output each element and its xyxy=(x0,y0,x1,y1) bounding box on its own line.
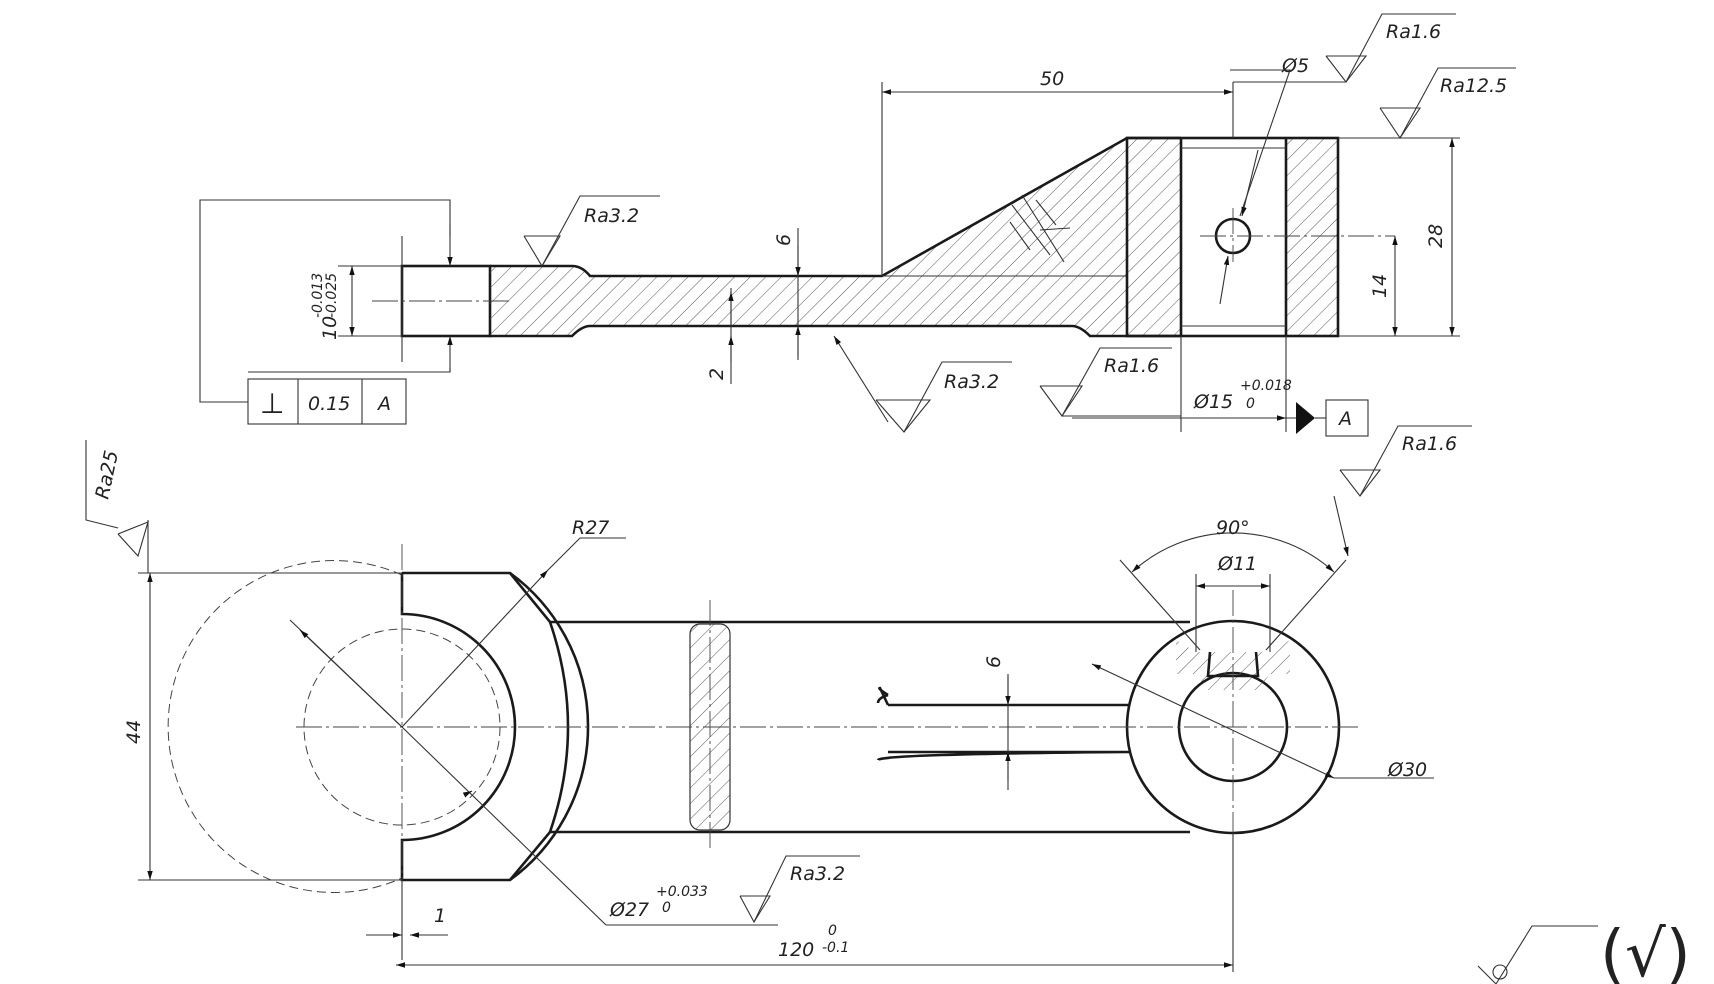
front-view: R27 44 Ø27 +0.033 0 1 xyxy=(85,425,1472,972)
lever-end-arc xyxy=(509,571,590,882)
svg-text:Ra3.2: Ra3.2 xyxy=(944,371,999,393)
datum-a-label: A xyxy=(1337,408,1352,430)
top-view-hub-right-wall xyxy=(1286,138,1338,336)
dim-28-label: 28 xyxy=(1425,224,1447,248)
svg-text:+0.033: +0.033 xyxy=(656,884,708,900)
dim-30: Ø30 xyxy=(1091,663,1434,781)
phantom-circle xyxy=(167,560,403,893)
svg-text:Ra3.2: Ra3.2 xyxy=(584,205,639,227)
svg-text:R27: R27 xyxy=(572,517,609,539)
tolerance-datum: A xyxy=(376,393,391,415)
dim-11: Ø11 xyxy=(1195,553,1271,652)
dim-arm-thickness: 6 2 xyxy=(706,228,801,384)
svg-text:6: 6 xyxy=(983,656,1005,668)
dim-slot-6: 6 xyxy=(983,656,1011,790)
svg-text:Ra1.6: Ra1.6 xyxy=(1104,355,1159,377)
dim-2-label: 2 xyxy=(706,368,728,380)
dim-14-label: 14 xyxy=(1369,274,1391,298)
datum-a: A Ø15 +0.018 0 xyxy=(1072,336,1369,437)
dim-10-lower: -0.025 xyxy=(324,273,340,318)
dim-angle-90: 90° xyxy=(1119,517,1347,651)
pin-hole-leader: Ø5 xyxy=(1219,55,1309,305)
svg-text:Ra12.5: Ra12.5 xyxy=(1440,75,1507,97)
roughness-ra16-front: Ra1.6 xyxy=(1333,425,1472,557)
tolerance-frame: ⊥ 0.15 A xyxy=(199,199,453,425)
dim-10-upper: -0.013 xyxy=(310,273,326,318)
svg-text:Ra25: Ra25 xyxy=(91,449,123,502)
roughness-ra125: Ra12.5 xyxy=(1379,67,1516,139)
dim-6-label: 6 xyxy=(773,234,795,246)
general-roughness-symbol: (√) xyxy=(1600,918,1691,984)
svg-text:Ra1.6: Ra1.6 xyxy=(1386,21,1441,43)
bore-15-main: Ø15 xyxy=(1193,391,1233,413)
svg-text:-0.1: -0.1 xyxy=(822,940,849,956)
top-view-arm-section xyxy=(490,138,1127,336)
top-view: 50 6 2 28 14 xyxy=(199,13,1516,437)
top-view-rib-section xyxy=(1009,194,1071,263)
dim-50-label: 50 xyxy=(1040,68,1064,90)
dim-27-tol: Ø27 +0.033 0 xyxy=(299,629,778,926)
dim-14: 14 xyxy=(1338,236,1404,337)
lever-outline xyxy=(400,571,1190,882)
dim-44: 44 xyxy=(123,572,402,881)
svg-text:Ø30: Ø30 xyxy=(1387,759,1427,781)
svg-text:Ra1.6: Ra1.6 xyxy=(1402,433,1457,455)
roughness-ra32-lower: Ra3.2 xyxy=(833,335,1012,433)
r27-leader: R27 xyxy=(289,517,626,728)
dim-120: 120 0 -0.1 xyxy=(396,832,1234,972)
arm-slot xyxy=(876,693,1131,762)
roughness-ra32-upper: Ra3.2 xyxy=(523,195,660,268)
dim-10-main: 10 xyxy=(319,316,341,340)
top-view-hub-left-wall xyxy=(1127,138,1181,336)
pin-hole-label: Ø5 xyxy=(1281,55,1309,77)
roughness-ra16-top: Ra1.6 xyxy=(1233,13,1456,83)
general-roughness-note: (√) xyxy=(1477,918,1691,984)
dim-10-tol: 10 -0.013 -0.025 xyxy=(310,236,403,362)
dim-28: 28 xyxy=(1338,137,1460,337)
svg-text:Ø27: Ø27 xyxy=(609,899,649,921)
dim-50: 50 xyxy=(881,68,1234,276)
svg-text:1: 1 xyxy=(434,905,446,927)
perpendicularity-symbol: ⊥ xyxy=(260,387,284,420)
svg-text:90°: 90° xyxy=(1216,517,1250,539)
roughness-ra25: Ra25 xyxy=(85,440,149,573)
svg-text:0: 0 xyxy=(828,923,837,939)
svg-text:Ra3.2: Ra3.2 xyxy=(790,863,845,885)
dim-1: 1 xyxy=(366,880,448,960)
bore-15-lower: 0 xyxy=(1246,396,1255,412)
tolerance-value: 0.15 xyxy=(308,393,350,415)
svg-text:0: 0 xyxy=(662,900,671,916)
svg-text:Ø11: Ø11 xyxy=(1217,553,1257,575)
top-view-arm-outline xyxy=(490,136,1181,338)
svg-text:120: 120 xyxy=(778,939,814,961)
roughness-ra32-front: Ra3.2 xyxy=(739,855,860,924)
roughness-ra16-lower: Ra1.6 xyxy=(1039,347,1181,417)
svg-text:44: 44 xyxy=(123,720,145,744)
bore-15-upper: +0.018 xyxy=(1240,378,1292,394)
